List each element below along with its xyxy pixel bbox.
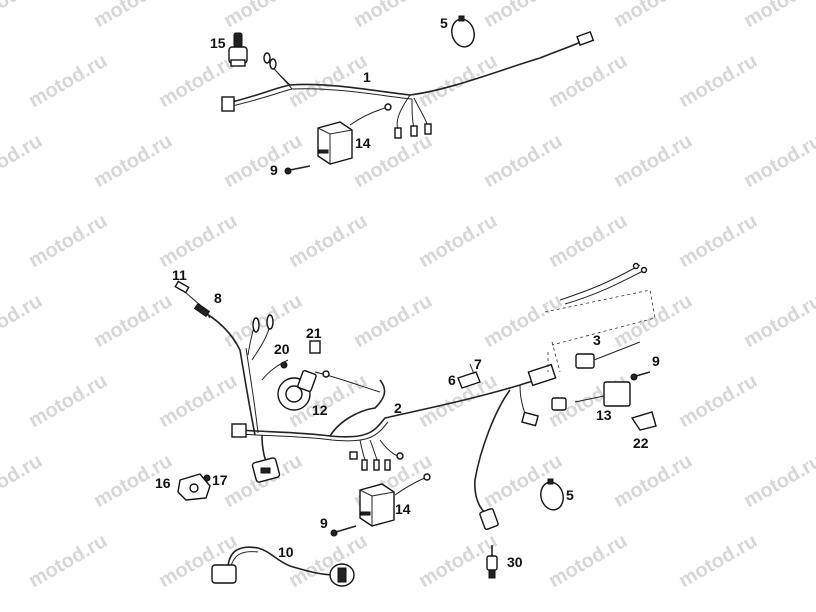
- connector-left-boot: [231, 423, 247, 438]
- callout-22: 22: [633, 435, 649, 451]
- connector-harness-1-left: [221, 96, 235, 112]
- relay-13: [551, 381, 631, 411]
- bulb-11: [174, 280, 190, 294]
- bracket-22: [630, 411, 657, 431]
- callout-21: 21: [306, 325, 322, 341]
- callout-9-lower: 9: [320, 515, 328, 531]
- connector-harness-1-right: [576, 30, 595, 46]
- connector-lower-block: [251, 457, 281, 483]
- switch-15: [228, 32, 248, 67]
- callout-20: 20: [274, 341, 290, 357]
- clip-21: [309, 340, 321, 354]
- callout-6: 6: [448, 372, 456, 388]
- callout-11: 11: [172, 267, 187, 283]
- callout-5-upper: 5: [440, 15, 448, 31]
- connector-harness-2-main: [521, 363, 557, 427]
- connector-3: [544, 262, 656, 373]
- cable-10: [211, 546, 355, 587]
- wire-8: [184, 291, 211, 319]
- bracket-6: [457, 371, 481, 389]
- relay-14-lower: [359, 473, 431, 527]
- callout-10: 10: [278, 544, 294, 560]
- sensor-30: [479, 508, 499, 579]
- screw-9-upper: [284, 165, 311, 175]
- horn-12: [277, 370, 317, 411]
- callout-1: 1: [363, 69, 371, 85]
- relay-14-upper: [317, 121, 353, 165]
- callout-15: 15: [210, 35, 226, 51]
- callout-3: 3: [593, 332, 601, 348]
- terminal-lugs-lower: [252, 314, 404, 471]
- screw-9-right: [630, 371, 651, 381]
- callout-7: 7: [474, 356, 482, 372]
- callout-9-upper: 9: [270, 162, 278, 178]
- callout-9-right: 9: [652, 353, 660, 369]
- wiring-harness-2: [199, 309, 553, 513]
- screw-17: [203, 474, 211, 482]
- wiring-harness-1: [231, 39, 586, 131]
- callout-30: 30: [507, 554, 523, 570]
- clamp-5-lower: [540, 478, 564, 511]
- clamp-5-upper: [451, 15, 475, 48]
- callout-13: 13: [596, 407, 612, 423]
- bracket-16: [177, 473, 211, 501]
- callout-14-upper: 14: [355, 135, 371, 151]
- callout-16: 16: [155, 475, 171, 491]
- terminal-lugs-upper: [263, 52, 432, 139]
- callout-5-lower: 5: [566, 487, 574, 503]
- screw-20: [280, 361, 288, 369]
- screw-9-lower: [330, 525, 357, 537]
- callout-8: 8: [214, 290, 222, 306]
- callout-14-lower: 14: [395, 501, 411, 517]
- callout-2: 2: [394, 400, 402, 416]
- callout-17: 17: [212, 472, 228, 488]
- callout-12: 12: [312, 402, 328, 418]
- screw-7: [469, 363, 475, 375]
